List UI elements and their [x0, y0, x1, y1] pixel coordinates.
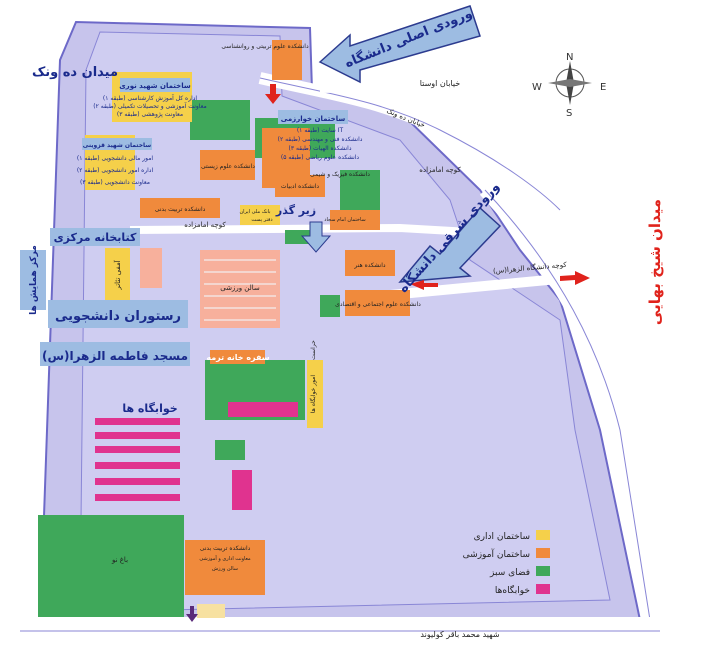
label-kharazmi: ساختمان خوارزمی: [281, 115, 346, 123]
arrow-red-east2: [410, 280, 438, 290]
arrow-main-entrance: [318, 5, 481, 84]
dorm-blocks: [95, 350, 298, 510]
label-amphitheater: آمفی تئاتر: [113, 259, 122, 290]
label-dormitories: خوابگاه ها: [122, 402, 177, 415]
bldg-economics: [345, 290, 410, 316]
arrow-underpass: [300, 221, 332, 253]
bldg-life-sciences: [200, 150, 255, 180]
label-kolivand: شهید محمد باقر کولیوند: [420, 630, 499, 639]
bldg-bank: [240, 205, 280, 225]
label-qazvini-f3: (طبقه ۳) معاونت دانشجویی: [80, 179, 150, 186]
legend-label: فضای سبز: [489, 568, 530, 578]
green-mid1: [190, 100, 250, 140]
box-nouri: [120, 78, 190, 92]
bldg-psychology: [272, 40, 302, 80]
legend-swatch: [536, 530, 550, 540]
bldg-sports-hall: [200, 250, 280, 328]
label-vanak-square: میدان ده ونک: [32, 65, 118, 80]
label-central-office: امور خوابگاه ها: [309, 375, 317, 413]
label-restaurant: رستوران دانشجویی: [55, 309, 181, 324]
arrow-red-north: [265, 84, 281, 104]
label-sport: دانشکده تربیت بدنی: [155, 206, 206, 213]
green-mid4: [215, 440, 245, 460]
box-kharazmi: [278, 110, 348, 124]
label-sheikh-bahaei: میدان شیخ بهایی: [646, 199, 664, 325]
compass-e: E: [600, 82, 606, 93]
legend-swatch: [536, 584, 550, 594]
label-sports-hall: سالن ورزشی: [220, 284, 260, 292]
bldg-sport-south: [185, 540, 265, 595]
compass-s: S: [566, 108, 572, 119]
green-mid5: [320, 295, 340, 317]
label-bank: بانک ملی ایران: [239, 209, 270, 215]
label-post: دفتر پست: [251, 217, 272, 223]
label-imamzadeh2: کوچه امامزاده: [419, 166, 461, 174]
label-sport-south-sub: معاونت اداری و آموزشی: [199, 555, 251, 562]
label-nouri-f1: (طبقه ۱) اداره کل آموزش کارشناسی: [103, 93, 198, 102]
bldg-sport: [140, 198, 220, 218]
bldg-central-office: [307, 360, 323, 428]
box-restaurant: [48, 300, 188, 328]
label-kharazmi-f5: (طبقه ۵) دانشکده علوم ریاضی: [281, 154, 360, 161]
green-bagh-no: [38, 515, 184, 617]
label-avesta: خیابان اوستا: [420, 79, 461, 88]
compass-icon: [548, 61, 592, 105]
label-kharazmi-f3: (طبقه ۳) دانشکده الهیات: [288, 145, 351, 152]
label-health: سفره خانه ترمه: [206, 353, 269, 362]
label-life-sciences: دانشکده علوم زیستی: [201, 163, 255, 170]
label-qazvini: ساختمان شهید قزوینی: [83, 142, 152, 149]
label-bagh-no: باغ نو: [111, 556, 128, 564]
bldg-restaurant-side: [140, 248, 162, 288]
label-qazvini-f2: (طبقه ۲) اداره امور دانشجویی: [77, 167, 154, 174]
sports-hall-stripes: [204, 259, 276, 321]
box-library: [50, 228, 140, 246]
label-kharazmi-f2: (طبقه ۲) دانشکده فنی و مهندسی: [278, 136, 363, 143]
arrow-east-entrance: [398, 206, 502, 283]
bldg-literature: [275, 175, 325, 197]
label-imam-sajjad: ساختمان امام سجاد: [324, 217, 365, 223]
legend-label: خوابگاه‌ها: [495, 584, 530, 596]
label-art: دانشکده هنر: [353, 262, 385, 269]
arrow-south: [186, 606, 198, 622]
label-literature: دانشکده ادبیات: [281, 183, 319, 190]
road-dehvanak-edge: [259, 77, 561, 211]
label-mosque: مسجد فاطمه الزهرا(س): [42, 349, 188, 363]
green-mid2: [340, 170, 380, 210]
label-psychology: دانشکده علوم تربیتی و روانشناسی: [221, 43, 309, 50]
label-nouri-f3: (طبقه ۳) معاونت پژوهشی: [117, 111, 183, 118]
road-sheikhbahaei-edge: [484, 189, 651, 621]
label-imamzadeh: کوچه امامزاده: [184, 221, 226, 229]
legend-swatch: [536, 548, 550, 558]
label-underpass: زیر گذر: [275, 204, 316, 217]
road-imamzadeh: [129, 223, 471, 236]
road-avesta: [319, 85, 461, 93]
label-sport-south: دانشکده تربیت بدنی: [200, 545, 251, 552]
box-mosque: [40, 342, 190, 366]
arrow-red-east: [560, 271, 590, 285]
legend: ساختمان اداری ساختمان آموزشی فضای سبز خوابگ…: [463, 530, 550, 596]
label-gym-hall: سالن ورزش: [212, 566, 238, 572]
legend-label: ساختمان اداری: [474, 532, 530, 542]
box-conference: [20, 250, 46, 310]
label-conference: مرکز همایش ها: [29, 245, 39, 315]
bldg-gate-south: [197, 604, 225, 618]
label-nouri: ساختمان شهید نوری: [119, 82, 191, 90]
label-qazvini-f1: (طبقه ۱) امور مالی دانشجویی: [77, 155, 153, 162]
bldg-physics: [330, 210, 380, 230]
label-library: کتابخانه مرکزی: [54, 231, 137, 244]
bldg-art: [345, 250, 395, 276]
label-security: حراست: [310, 340, 317, 360]
compass-w: W: [532, 82, 542, 93]
bldg-amphitheater: [105, 248, 130, 303]
label-nouri-f2: (طبقه ۲) معاونت آموزشی و تحصیلات تکمیلی: [93, 101, 206, 110]
legend-swatch: [536, 566, 550, 576]
box-qazvini: [82, 138, 152, 150]
legend-label: ساختمان آموزشی: [463, 548, 530, 560]
label-economics: دانشکده علوم اجتماعی و اقتصادی: [335, 301, 421, 308]
label-physics: دانشکده فیزیک و شیمی: [310, 171, 370, 178]
compass-n: N: [566, 52, 573, 63]
label-kharazmi-f1: (طبقه ۱) سایت IT: [297, 127, 344, 134]
